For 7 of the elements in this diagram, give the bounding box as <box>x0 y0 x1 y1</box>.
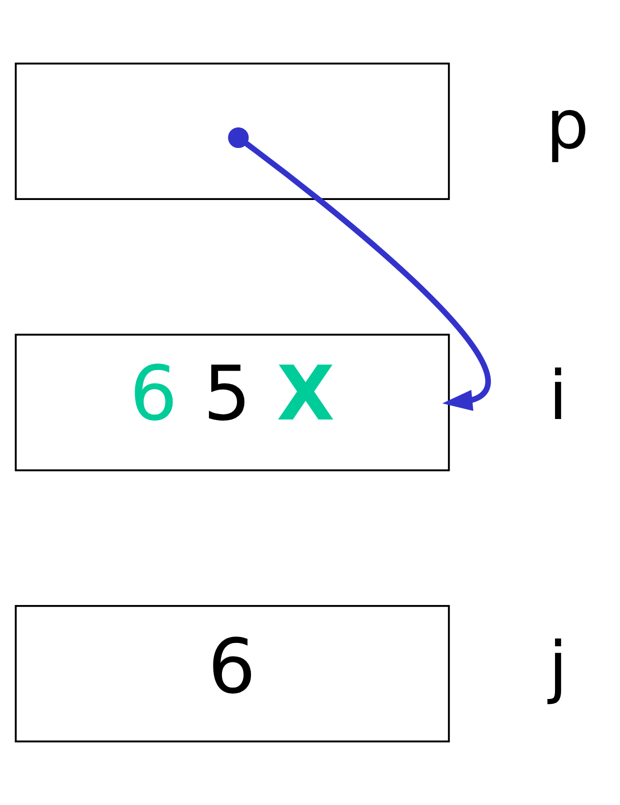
node-label: i <box>548 356 568 436</box>
node-label: j <box>548 627 568 706</box>
node-box <box>14 62 450 200</box>
node-box: 6 <box>14 604 450 742</box>
node-box: 6 5 X <box>14 334 450 472</box>
node-label: p <box>546 84 590 164</box>
arrow <box>228 127 490 411</box>
